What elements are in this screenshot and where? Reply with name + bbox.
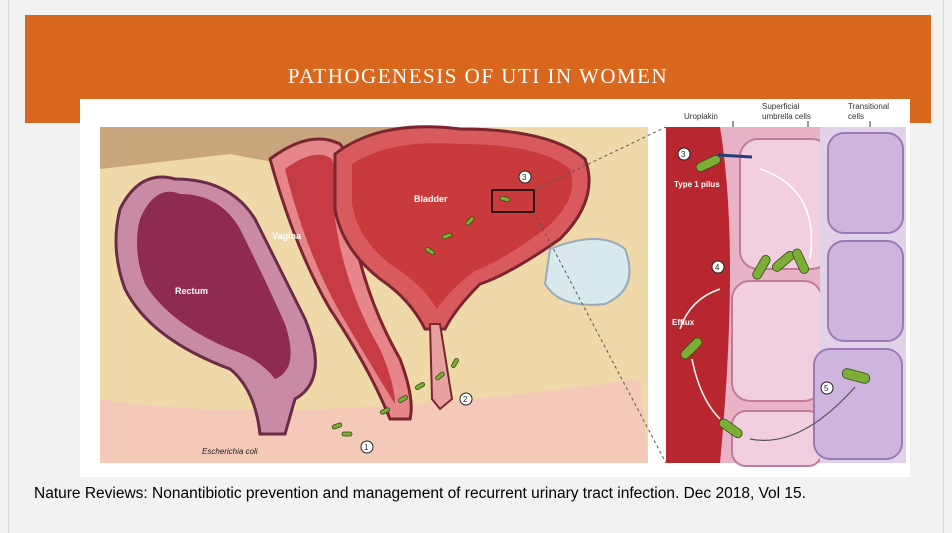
step-number: 1 [364,443,369,452]
ecoli-label: Escherichia coli [202,447,258,456]
transitional-label: Transitional [848,102,889,111]
figure-caption: Nature Reviews: Nonantibiotic prevention… [34,485,934,503]
pubic-bone [545,239,630,305]
anatomy-diagram: Rectum Vagina Bladder [80,99,910,477]
umbrella-cells-label: umbrella cells [762,112,811,121]
bacterium [342,432,352,436]
superficial-label: Superficial [762,102,800,111]
pathogenesis-figure: Rectum Vagina Bladder [80,99,910,477]
umbrella-cell-2 [732,281,822,401]
step-number: 3 [522,173,527,182]
step-number: 2 [463,395,468,404]
step-number: 3 [681,150,686,159]
umbrella-cell-3 [732,411,822,466]
uroplakin-label: Uroplakin [684,112,718,121]
type1-pilus-label: Type 1 pilus [674,180,720,189]
step-number: 4 [715,263,720,272]
efflux-label: Efflux [672,318,695,327]
transitional-cell-1 [828,133,903,233]
type1-pilus-shape [718,155,752,157]
transitional-cells-label: cells [848,112,864,121]
vagina-label: Vagina [272,231,302,241]
transitional-cell-3 [814,349,902,459]
rectum-label: Rectum [175,286,208,296]
bladder-label: Bladder [414,194,448,204]
step-number: 5 [824,384,829,393]
slide-title: PATHOGENESIS OF UTI IN WOMEN [25,64,931,89]
umbrella-cell-1 [740,139,830,269]
transitional-cell-2 [828,241,903,341]
